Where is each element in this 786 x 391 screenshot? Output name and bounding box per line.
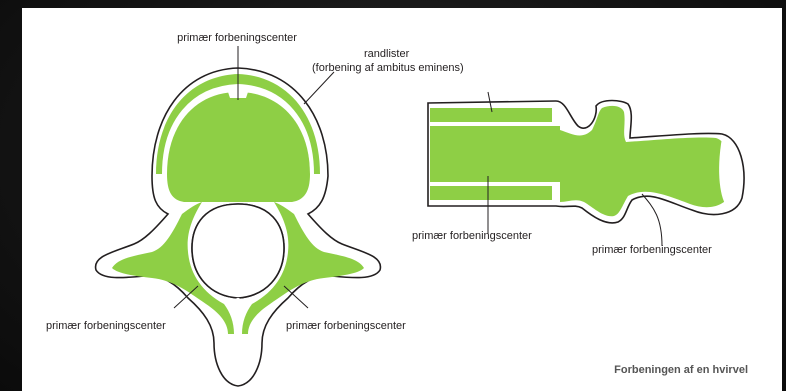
vertebra-top-view: [96, 46, 381, 386]
side-randlist-top: [430, 108, 552, 122]
label-top-primary: primær forbeningscenter: [132, 32, 342, 45]
side-arch-center: [560, 106, 731, 216]
diagram-panel: primær forbeningscenter randlister (forb…: [22, 8, 782, 391]
vertebra-side-view: [428, 92, 744, 246]
side-randlist-bottom: [430, 186, 552, 200]
foramen-edge: [192, 204, 284, 298]
label-bottom-center-primary: primær forbeningscenter: [286, 320, 406, 333]
figure-caption: Forbeningen af en hvirvel: [614, 364, 748, 376]
label-randlister: randlister: [364, 48, 409, 61]
label-randlister-sub: (forbening af ambitus eminens): [312, 62, 464, 75]
side-body-center: [430, 126, 560, 182]
label-bottom-left-primary: primær forbeningscenter: [46, 320, 166, 333]
label-side-arch-primary: primær forbeningscenter: [592, 244, 712, 257]
leader-side-arch: [642, 194, 662, 246]
leader-randlister: [304, 72, 334, 104]
label-side-body-primary: primær forbeningscenter: [412, 230, 532, 243]
